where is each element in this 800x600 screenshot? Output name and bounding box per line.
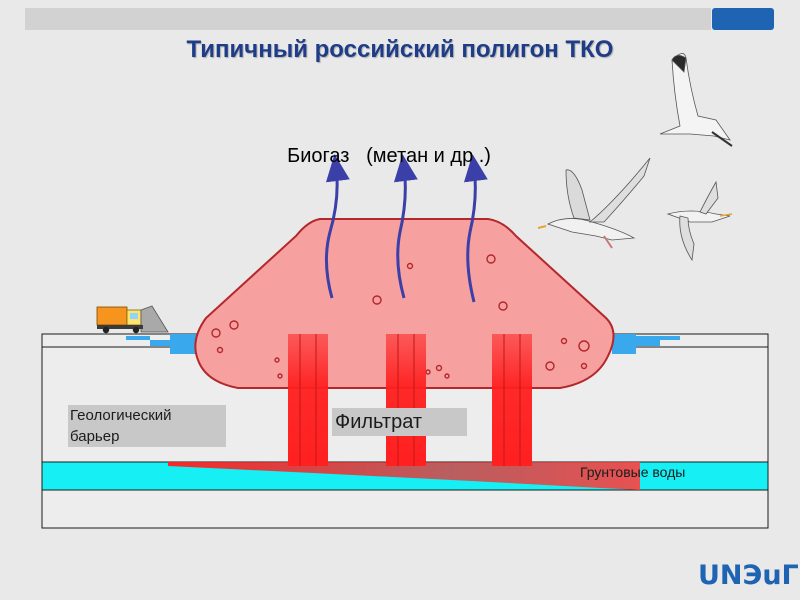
biogas-label: Биогаз (метан и др .)	[276, 122, 491, 168]
top-bar	[25, 8, 711, 30]
plume-shape	[168, 462, 640, 490]
biogas-detail: (метан и др .)	[366, 145, 491, 167]
leachate-label: Фильтрат	[332, 408, 467, 436]
leachate-column-1	[288, 334, 328, 466]
geological-barrier-line1: Геологический	[70, 407, 172, 424]
biogas-arrows	[324, 154, 488, 303]
groundwater-label: Грунтовые воды	[580, 464, 686, 480]
truck-icon	[96, 305, 169, 334]
barrier-steps	[126, 334, 680, 354]
biogas-arrow-3	[463, 154, 488, 303]
logo: UNЭuГ	[698, 560, 799, 591]
barrier-left-block	[170, 334, 196, 354]
barrier-right	[636, 336, 680, 346]
leachate-columns	[288, 334, 532, 466]
barrier-right-block	[612, 334, 636, 354]
geological-barrier-label: Геологический барьер	[68, 405, 226, 447]
leachate-plume	[168, 462, 640, 490]
slide-title: Типичный российский полигон ТКО	[186, 36, 614, 63]
biogas-word: Биогаз	[287, 145, 350, 167]
top-bar-accent	[712, 8, 774, 30]
leachate-column-3	[492, 334, 532, 466]
gas-bubbles	[211, 254, 590, 379]
seagull-icon	[537, 53, 733, 262]
leachate-column-2	[386, 334, 426, 466]
geological-barrier-line2: барьер	[70, 428, 120, 445]
biogas-arrow-1	[324, 154, 350, 299]
biogas-arrow-2	[393, 154, 418, 299]
